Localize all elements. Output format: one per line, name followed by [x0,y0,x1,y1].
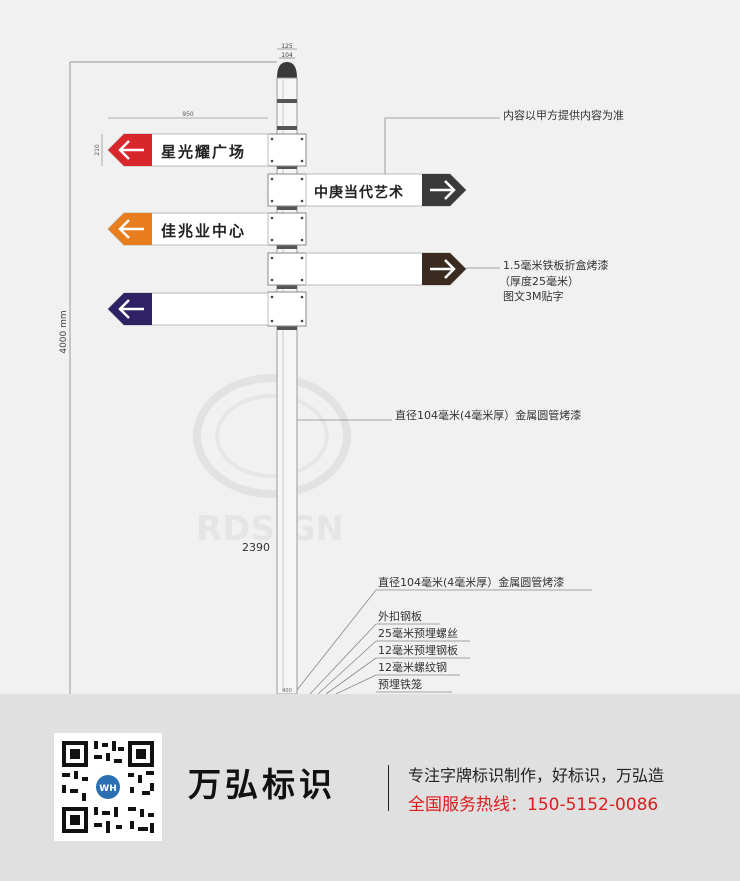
arrow-left-icon [118,140,144,160]
pole-spec-upper-text: 直径104毫米(4毫米厚）金属圆管烤漆 [395,408,581,422]
qr-badge-text: WH [99,784,116,794]
base-item: 25毫米预埋螺丝 [378,626,458,640]
content-note-text: 内容以甲方提供内容为准 [503,108,624,122]
annotation-pole-upper: 直径104毫米(4毫米厚）金属圆管烤漆 [297,408,581,422]
sign-xingguangyao: 星光耀广场 [107,133,269,167]
panel-material-line1: 1.5毫米铁板折盒烤漆 [503,258,609,272]
sign-label: 佳兆业中心 [161,222,246,240]
sign-zhonggeng: 中庚当代艺术 [305,173,467,207]
slogan: 专注字牌标识制作，好标识，万弘造 [408,766,665,785]
bracket-bolts [270,137,304,323]
total-height-label: 4000 mm [59,310,69,353]
sign-blank-right [305,252,467,286]
annotation-base: 直径104毫米(4毫米厚）金属圆管烤漆 外扣钢板 25毫米预埋螺丝 12毫米预埋… [282,575,592,695]
top-inner-dim: 104 [281,52,293,59]
sign-blank-left [107,292,269,326]
base-item: 预埋铁笼 [378,677,422,691]
sign-height-dim: 210 [94,144,101,156]
sign-dimension: 950 210 [94,111,268,166]
arrow-left-icon [118,219,144,239]
hotline[interactable]: 全国服务热线：150-5152-0086 [408,795,659,815]
footer-divider [388,765,389,811]
qr-code-icon: WH [54,733,162,841]
top-outer-dim: 125 [281,43,293,50]
annotation-content-note: 内容以甲方提供内容为准 [384,108,624,174]
arrow-right-icon [430,180,456,200]
base-item: 外扣钢板 [378,609,422,623]
sign-label: 星光耀广场 [161,143,246,161]
watermark-text: RDSIGN [196,509,344,549]
brand-name: 万弘标识 [188,765,336,804]
arrow-left-icon [118,299,144,319]
top-dimension: 125 104 [277,43,297,59]
sign-jiazhaoye: 佳兆业中心 [107,212,269,246]
base-item: 12毫米预埋钢板 [378,643,458,657]
sign-width-dim: 950 [182,111,194,118]
pole-spec-lower-text: 直径104毫米(4毫米厚）金属圆管烤漆 [378,575,564,589]
total-height-dimension: 4000 mm [59,61,277,694]
pole-section-dim: 2390 [242,541,270,554]
watermark-logo: RDSIGN [193,374,351,549]
pole-brackets [267,133,307,327]
base-dim: 400 [282,688,292,694]
arrow-right-icon [430,259,456,279]
base-item: 12毫米螺纹钢 [378,660,447,674]
panel-material-line3: 图文3M贴字 [503,289,564,303]
sign-label: 中庚当代艺术 [314,184,404,201]
panel-material-line2: （厚度25毫米） [499,274,579,288]
qr-code[interactable]: WH [54,733,162,841]
annotation-panel-material: 1.5毫米铁板折盒烤漆 （厚度25毫米） 图文3M贴字 [466,258,609,303]
